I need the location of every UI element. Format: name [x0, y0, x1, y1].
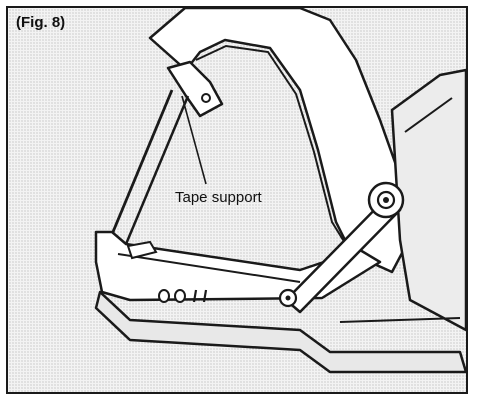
- callout-leader: [181, 95, 207, 185]
- slot-mark: [202, 289, 208, 303]
- housing-inner-edge: [195, 44, 349, 249]
- right-housing-ridge: [404, 97, 453, 133]
- base-plate-edge: [339, 317, 461, 323]
- right-housing: [390, 68, 468, 332]
- tape-tip: [126, 240, 158, 260]
- lower-arm-edge: [117, 253, 301, 283]
- clip-pin: [201, 93, 211, 103]
- tape-support-clip: [166, 60, 224, 118]
- slot-mark: [192, 289, 198, 303]
- callout-tape-support: Tape support: [175, 189, 262, 206]
- arm-strut-inner: [114, 95, 190, 269]
- link-pin-center: [285, 295, 291, 301]
- slot-hole: [174, 289, 186, 303]
- base-plate: [94, 290, 468, 374]
- figure-label: (Fig. 8): [16, 14, 66, 31]
- slot-hole: [158, 289, 170, 303]
- main-pivot-center: [383, 197, 389, 203]
